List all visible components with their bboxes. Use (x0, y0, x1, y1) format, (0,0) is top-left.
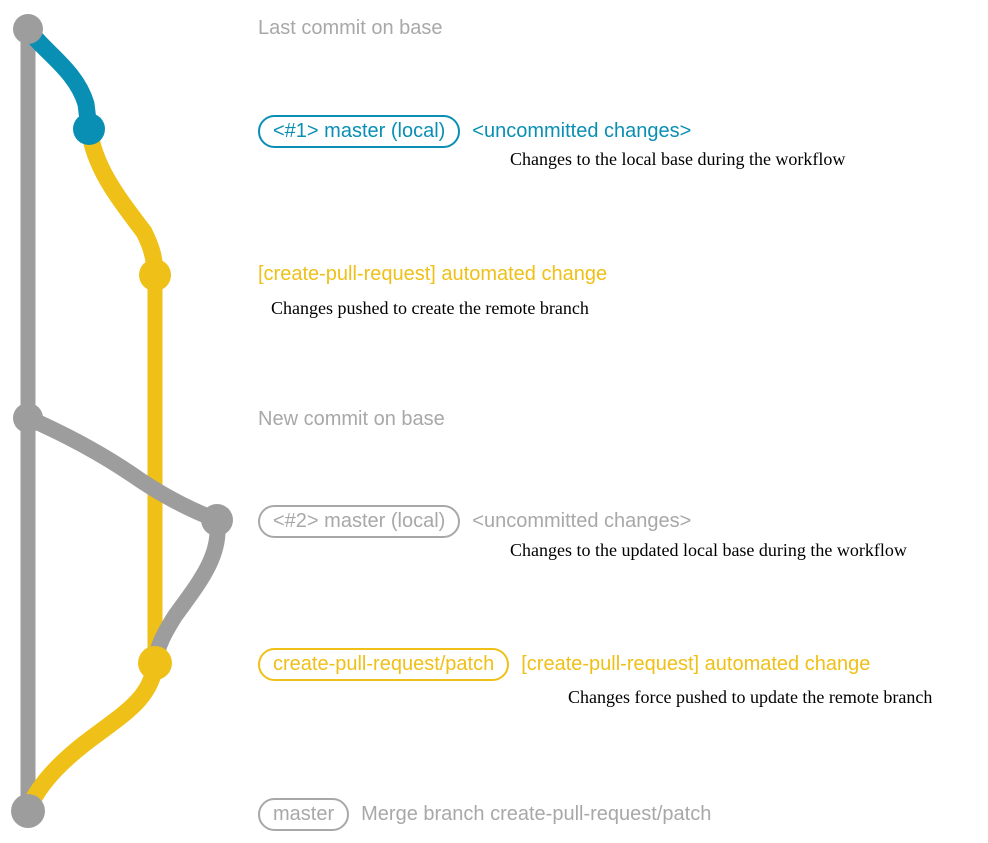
base-lane-merge-into-patch (147, 512, 226, 671)
commit-body-local-1: Changes to the local base during the wor… (510, 149, 846, 169)
commit-entry-merge: master Merge branch create-pull-request/… (258, 798, 711, 831)
branch-tag-master-local-2[interactable]: <#2> master (local) (258, 505, 461, 538)
branch-tag-master-local-1[interactable]: <#1> master (local) (258, 115, 461, 148)
commit-subject-new-commit-on-base: New commit on base (258, 408, 445, 430)
commit-node-local-1 (73, 113, 105, 145)
commit-entry-patch-2: create-pull-request/patch [create-pull-r… (258, 648, 870, 681)
branch-tag-master[interactable]: master (258, 798, 350, 831)
commit-graph (11, 14, 233, 828)
commit-subject-last-commit-on-base: Last commit on base (258, 17, 443, 39)
commit-node-local-2 (201, 504, 233, 536)
base-lane-branch-2 (20, 410, 225, 528)
commit-subject-local-2: <uncommitted changes> (472, 510, 692, 532)
commit-body-patch-2: Changes force pushed to update the remot… (568, 687, 933, 707)
commit-entry-new-commit-on-base: New commit on base (258, 409, 445, 429)
commit-subject-local-1: <uncommitted changes> (472, 120, 692, 142)
commit-entry-last-commit-on-base: Last commit on base (258, 18, 443, 38)
branch-tag-create-pull-request-patch[interactable]: create-pull-request/patch (258, 648, 510, 681)
commit-node-base-merge (11, 794, 45, 828)
commit-entry-local-2: <#2> master (local) <uncommitted changes… (258, 505, 691, 538)
commit-subject-patch-2: [create-pull-request] automated change (521, 653, 871, 675)
commit-entry-patch-1: [create-pull-request] automated change (258, 264, 607, 284)
patch-lane-branch-1 (80, 120, 164, 284)
patch-lane-merge-into-base (19, 654, 164, 820)
commit-node-patch-2 (138, 646, 172, 680)
commit-entry-local-1: <#1> master (local) <uncommitted changes… (258, 115, 691, 148)
commit-node-base-new (13, 403, 43, 433)
commit-node-patch-1 (139, 259, 171, 291)
commit-subject-patch-1: [create-pull-request] automated change (258, 263, 608, 285)
commit-subject-merge: Merge branch create-pull-request/patch (361, 803, 712, 825)
commit-body-local-2: Changes to the updated local base during… (510, 540, 907, 560)
commit-node-base-last (13, 14, 43, 44)
commit-body-patch-1: Changes pushed to create the remote bran… (271, 298, 589, 318)
